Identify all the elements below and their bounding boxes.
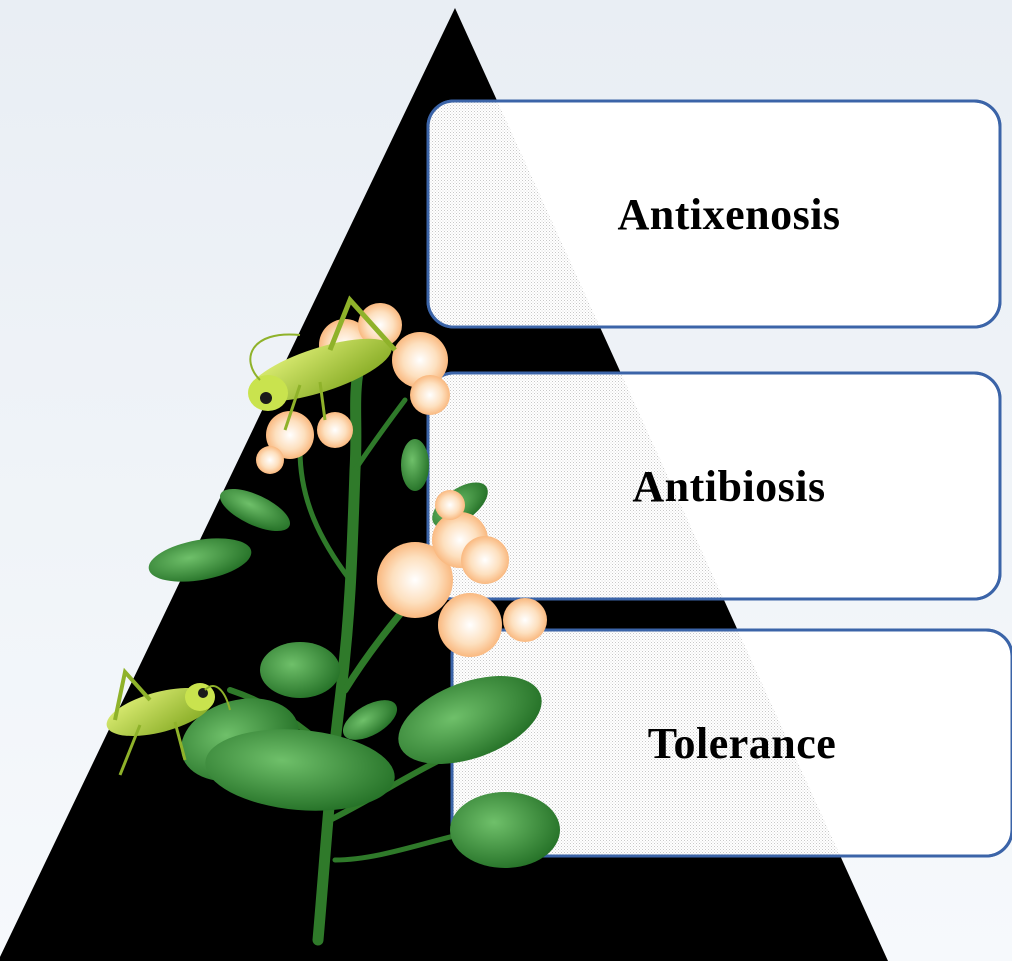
tier-label-antibiosis: Antibiosis <box>632 461 825 512</box>
tier-label-antixenosis: Antixenosis <box>617 189 840 240</box>
tier-tolerance: Tolerance <box>452 630 1012 856</box>
tier-antibiosis: Antibiosis <box>428 373 1000 599</box>
tier-antixenosis: Antixenosis <box>428 101 1000 327</box>
tier-label-tolerance: Tolerance <box>648 718 837 769</box>
